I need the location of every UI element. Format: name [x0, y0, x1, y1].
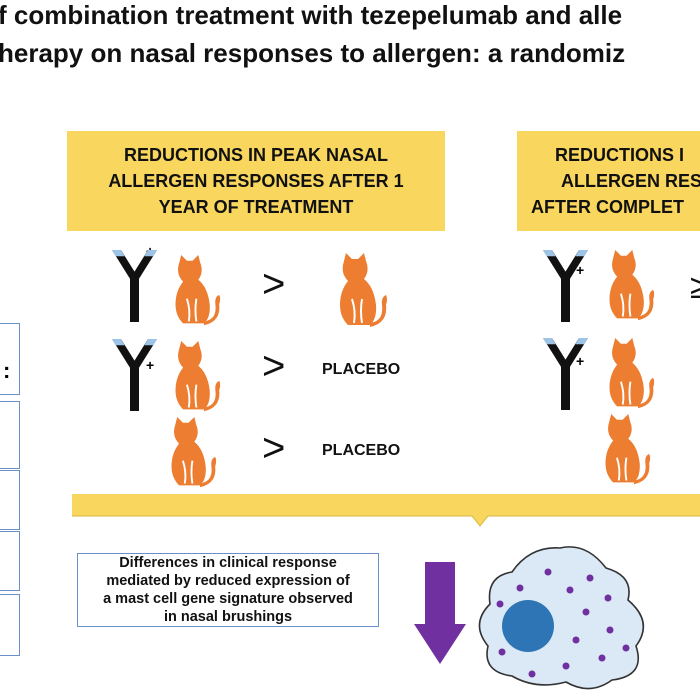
after-completion-reduction-box: REDUCTIONS I ALLERGEN RESP AFTER COMPLET: [517, 131, 700, 231]
one-year-reduction-box: REDUCTIONS IN PEAK NASAL ALLERGEN RESPON…: [67, 131, 445, 231]
greater-than-1: >: [262, 262, 286, 306]
left-partial-box-3: [0, 470, 20, 530]
box-line-3: YEAR OF TREATMENT: [158, 197, 354, 217]
box-line-1: REDUCTIONS I: [555, 145, 685, 165]
note-line-4: in nasal brushings: [163, 609, 293, 625]
left-partial-box-5: [0, 594, 20, 656]
cat-icon-row2: [174, 340, 222, 413]
cat-icon-right-row3: [604, 413, 652, 486]
mast-cell-icon: [478, 546, 645, 690]
note-line-1: Differences in clinical response: [119, 555, 337, 571]
antibody-icon-row1: [112, 250, 157, 322]
greater-than-2: >: [262, 344, 286, 388]
greater-than-3: >: [262, 426, 286, 470]
cat-icon-row1-right: [339, 252, 388, 328]
left-partial-colon: :: [3, 358, 11, 383]
diagram-title: f combination treatment with tezepelumab…: [0, 0, 700, 80]
title-line-2: herapy on nasal responses to allergen: a…: [0, 38, 626, 68]
antibody-plus-3: +: [576, 262, 585, 278]
note-line-2: mediated by reduced expression of: [106, 573, 350, 589]
yellow-bar-arrow: [72, 494, 700, 527]
title-line-1: f combination treatment with tezepelumab…: [0, 0, 623, 30]
antibody-plus-4: +: [576, 353, 585, 369]
left-partial-box-2: [0, 401, 20, 469]
cat-icon-row3: [170, 416, 218, 489]
down-arrow-icon: [414, 562, 466, 664]
cat-icon-right-row2: [608, 337, 656, 410]
antibody-icon-row2: [112, 339, 157, 411]
right-partial-symbol: ≥: [690, 268, 700, 306]
note-line-3: a mast cell gene signature observed: [103, 591, 353, 607]
box-line-2: ALLERGEN RESP: [561, 171, 700, 191]
placebo-label-1: PLACEBO: [322, 361, 401, 378]
antibody-plus-2: +: [146, 357, 155, 373]
box-line-2: ALLERGEN RESPONSES AFTER 1: [108, 171, 404, 191]
placebo-label-2: PLACEBO: [322, 442, 401, 459]
box-line-3: AFTER COMPLET: [531, 197, 684, 217]
cat-icon-row1-left: [174, 254, 222, 327]
box-line-1: REDUCTIONS IN PEAK NASAL: [123, 145, 388, 165]
left-partial-box-1: :: [0, 323, 20, 395]
antibody-icon-right-row1: [543, 250, 588, 322]
left-partial-box-4: [0, 531, 20, 591]
cat-icon-right-row1: [608, 249, 656, 322]
antibody-icon-right-row2: [543, 338, 588, 410]
clinical-response-note: Differences in clinical response mediate…: [77, 553, 379, 627]
